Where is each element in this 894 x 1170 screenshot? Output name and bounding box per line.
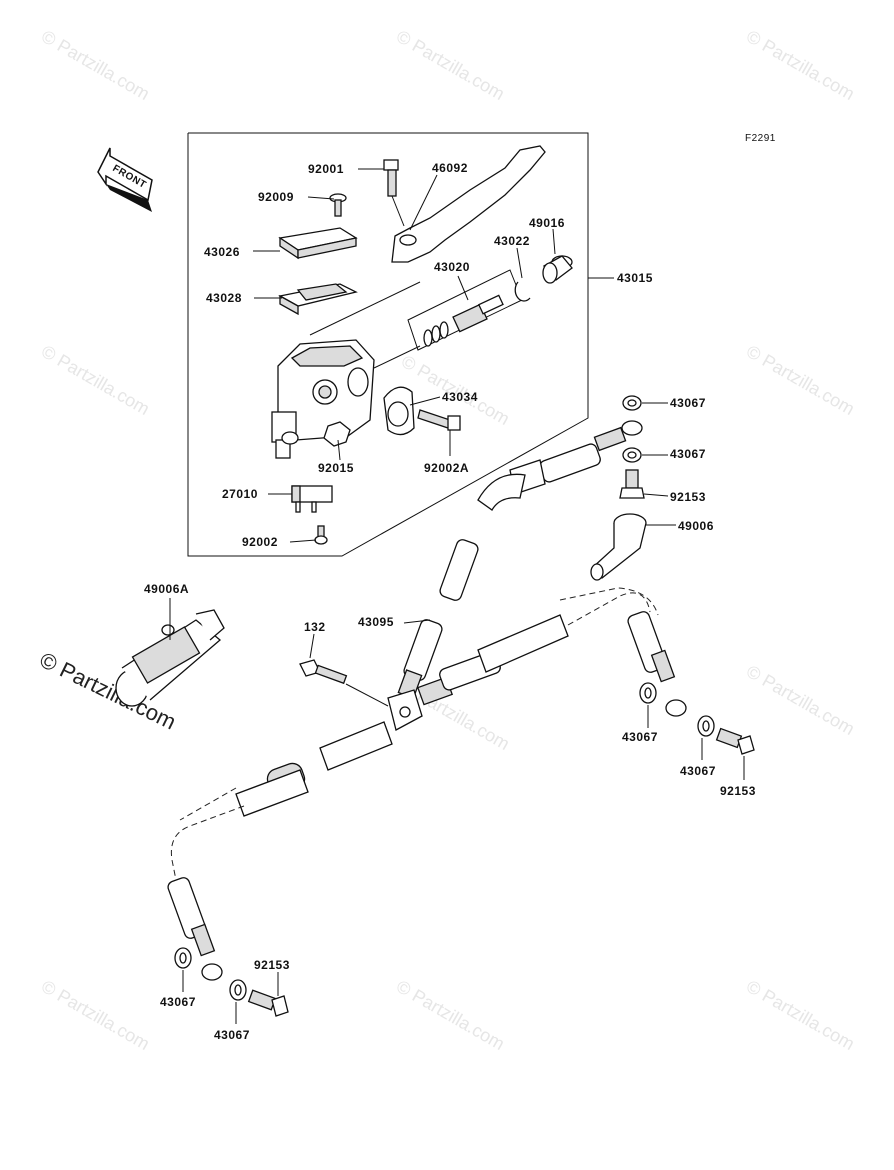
part-label-49006[interactable]: 49006 (678, 519, 714, 533)
part-label-43067[interactable]: 43067 (670, 396, 706, 410)
leader-lines (169, 168, 745, 1024)
diaphragm-43028 (278, 283, 358, 316)
banjo-bolt-92153-right (715, 727, 755, 755)
part-label-92153[interactable]: 92153 (254, 958, 290, 972)
part-label-43015[interactable]: 43015 (617, 271, 653, 285)
part-label-132[interactable]: 132 (304, 620, 326, 634)
watermark: © Partzilla.com (743, 26, 858, 104)
washer-43067-left-a (174, 947, 192, 969)
cap-49006A (115, 609, 225, 707)
front-arrow-icon: FRONT (97, 147, 153, 212)
washer-43067-lower (622, 447, 642, 463)
banjo-bolt-92153-left (247, 989, 289, 1017)
hose-route-dashed (170, 592, 651, 881)
brake-hose-43095 (397, 420, 643, 699)
part-label-27010[interactable]: 27010 (222, 487, 258, 501)
part-label-49016[interactable]: 49016 (529, 216, 565, 230)
part-label-46092[interactable]: 46092 (432, 161, 468, 175)
brake-hose-main (167, 611, 687, 981)
bolt-92001 (383, 159, 405, 227)
part-label-43067[interactable]: 43067 (622, 730, 658, 744)
part-label-43034[interactable]: 43034 (442, 390, 478, 404)
watermark: © Partzilla.com (38, 26, 153, 104)
part-label-92009[interactable]: 92009 (258, 190, 294, 204)
part-label-49006A[interactable]: 49006A (144, 582, 189, 596)
bolt-92002A (417, 409, 461, 431)
part-labels: 92001 46092 92009 43026 49016 43022 4302… (144, 161, 756, 1042)
watermark: © Partzilla.com (393, 26, 508, 104)
watermark: © Partzilla.com (743, 661, 858, 739)
part-label-43026[interactable]: 43026 (204, 245, 240, 259)
part-label-43067[interactable]: 43067 (160, 995, 196, 1009)
part-label-43067[interactable]: 43067 (670, 447, 706, 461)
part-label-43028[interactable]: 43028 (206, 291, 242, 305)
reservoir-cap-43026 (278, 227, 358, 260)
boot-49016 (542, 255, 573, 284)
watermark: © Partzilla.com (38, 341, 153, 419)
brake-lever-46092 (391, 145, 546, 263)
part-label-92002A[interactable]: 92002A (424, 461, 469, 475)
part-label-92001[interactable]: 92001 (308, 162, 344, 176)
watermark: © Partzilla.com (393, 976, 508, 1054)
junction-block (387, 689, 423, 731)
washer-43067-left-b (229, 979, 247, 1001)
part-label-92002[interactable]: 92002 (242, 535, 278, 549)
cap-49006 (590, 513, 647, 581)
part-label-43067[interactable]: 43067 (680, 764, 716, 778)
washer-43067-upper (622, 395, 642, 411)
watermark: © Partzilla.com (743, 341, 858, 419)
master-cylinder-body (271, 339, 375, 459)
switch-27010 (291, 485, 333, 513)
bleeder-92153-top (619, 469, 645, 499)
nut-92015 (323, 421, 351, 447)
washer-43067-right-a (639, 682, 657, 704)
part-label-43022[interactable]: 43022 (494, 234, 530, 248)
watermark-layer: © Partzilla.com © Partzilla.com © Partzi… (36, 26, 858, 1054)
hose-route-dashed-2 (179, 587, 659, 821)
piston-kit-43020 (423, 294, 504, 347)
circlip-43022 (514, 281, 531, 302)
watermark: © Partzilla.com (38, 976, 153, 1054)
bolt-132 (299, 659, 389, 707)
part-label-92015[interactable]: 92015 (318, 461, 354, 475)
figure-id: F2291 (745, 133, 776, 144)
part-label-92153[interactable]: 92153 (670, 490, 706, 504)
part-label-92153[interactable]: 92153 (720, 784, 756, 798)
screw-92009 (329, 193, 347, 217)
part-label-43067[interactable]: 43067 (214, 1028, 250, 1042)
washer-43067-right-b (697, 715, 715, 737)
clamp-43034 (383, 386, 415, 436)
assembly-boundary (187, 132, 589, 557)
screw-92002 (314, 525, 328, 545)
part-label-43095[interactable]: 43095 (358, 615, 394, 629)
watermark: © Partzilla.com (743, 976, 858, 1054)
part-label-43020[interactable]: 43020 (434, 260, 470, 274)
